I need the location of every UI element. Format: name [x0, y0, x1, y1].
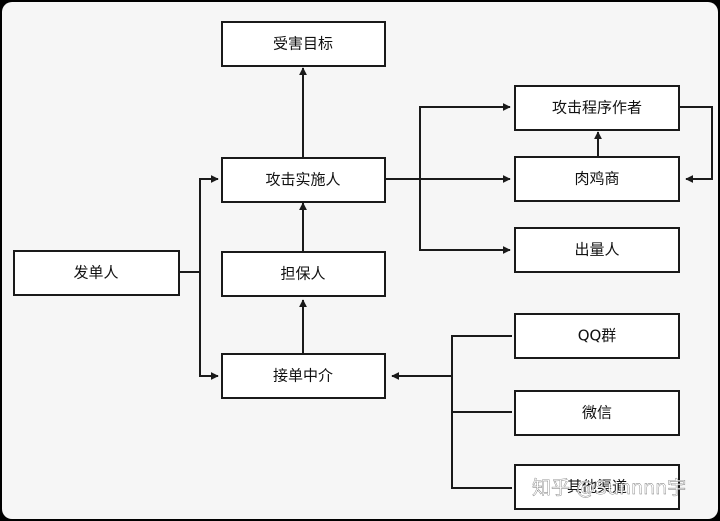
- node-label-wechat: 微信: [582, 404, 612, 422]
- node-victim: 受害目标: [221, 21, 386, 67]
- node-label-qq: QQ群: [578, 327, 617, 345]
- node-label-client: 发单人: [73, 264, 118, 282]
- edge-client-to-attacker: [180, 175, 219, 273]
- node-label-traffic: 出量人: [574, 241, 619, 259]
- node-wechat: 微信: [514, 390, 680, 436]
- edge-attacker-to-traffic: [419, 179, 511, 254]
- node-traffic: 出量人: [514, 227, 680, 273]
- node-attacker: 攻击实施人: [221, 157, 386, 203]
- node-label-guarantor: 担保人: [280, 265, 325, 283]
- node-broker: 接单中介: [221, 353, 386, 399]
- watermark-text: 知乎 @Sunnnn宇: [532, 477, 686, 499]
- edges: [180, 67, 713, 489]
- edge-author-to-botnet-loop: [680, 106, 713, 183]
- node-label-other: 其他渠道: [567, 478, 627, 496]
- edge-client-to-broker: [199, 272, 219, 380]
- node-label-botnet: 肉鸡商: [574, 170, 619, 188]
- node-botnet: 肉鸡商: [514, 156, 680, 202]
- node-qq: QQ群: [514, 313, 680, 359]
- node-author: 攻击程序作者: [514, 85, 680, 131]
- node-label-attacker: 攻击实施人: [265, 171, 340, 189]
- node-label-author: 攻击程序作者: [552, 99, 642, 117]
- edge-attacker-to-author: [419, 103, 511, 179]
- node-client: 发单人: [13, 250, 180, 296]
- node-other: 其他渠道: [514, 464, 680, 510]
- node-label-broker: 接单中介: [273, 367, 333, 385]
- node-guarantor: 担保人: [221, 251, 386, 297]
- node-label-victim: 受害目标: [273, 35, 333, 53]
